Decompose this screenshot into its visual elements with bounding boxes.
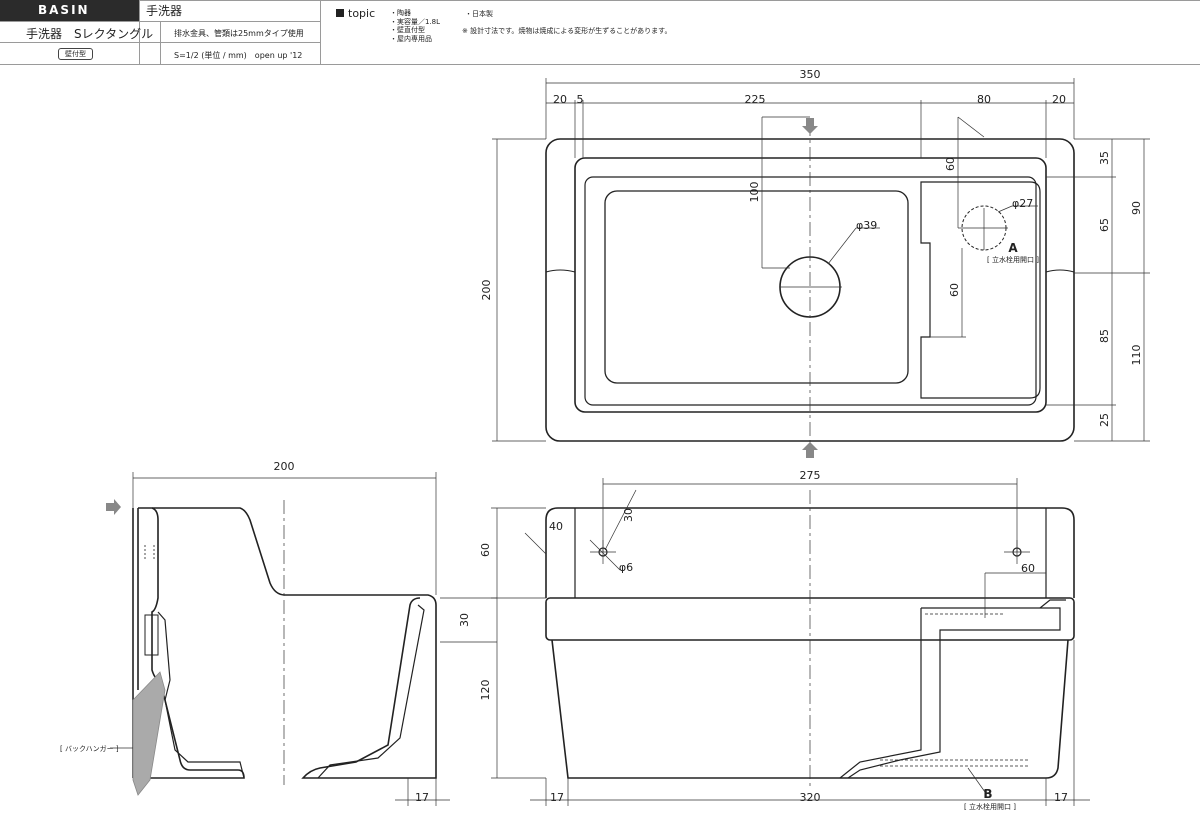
view-arrow-icon bbox=[106, 499, 121, 515]
dim-5: 5 bbox=[577, 93, 584, 106]
topic-item: ・実容量／1.8L bbox=[390, 17, 441, 26]
leader-line bbox=[827, 227, 857, 265]
dim-60-height: 60 bbox=[479, 543, 492, 557]
dim-275: 275 bbox=[800, 469, 821, 482]
plan-view-labels: 350 20 5 225 80 20 200 35 65 85 25 90 11… bbox=[480, 68, 1143, 427]
inner-wall-section bbox=[157, 611, 245, 779]
divider bbox=[139, 0, 140, 64]
plan-view-direction-arrows bbox=[802, 118, 818, 458]
faucet-section-inner bbox=[839, 599, 1066, 779]
dim-40: 40 bbox=[549, 520, 563, 533]
back-hanger-hatch bbox=[132, 671, 166, 796]
dim-120-height: 120 bbox=[479, 680, 492, 701]
dim-90: 90 bbox=[1130, 201, 1143, 215]
back-hanger-label: [ バックハンガー ] bbox=[60, 744, 119, 753]
dim-35: 35 bbox=[1098, 151, 1111, 165]
side-view bbox=[132, 507, 437, 779]
mount-hole-hidden bbox=[144, 545, 155, 560]
dim-17-right: 17 bbox=[1054, 791, 1068, 804]
marker-b-note: [ 立水栓用開口 ] bbox=[964, 802, 1016, 811]
dim-17-left: 17 bbox=[550, 791, 564, 804]
rim-seam bbox=[545, 269, 1075, 273]
topic-item: ・陶器 bbox=[390, 9, 411, 17]
brand-label: BASIN bbox=[0, 0, 139, 21]
view-arrow-icon bbox=[802, 442, 818, 458]
side-view-labels: 200 17 [ バックハンガー ] bbox=[60, 460, 429, 804]
drain-diameter-label: φ39 bbox=[856, 219, 877, 232]
spec-note: 排水金具、管類は25mmタイプ使用 bbox=[174, 29, 304, 38]
splashback-edge bbox=[574, 508, 1047, 598]
dim-85: 85 bbox=[1098, 329, 1111, 343]
square-bullet-icon bbox=[336, 9, 344, 17]
dim-350: 350 bbox=[800, 68, 821, 81]
leader-line bbox=[997, 205, 1013, 213]
category-label: 手洗器 bbox=[146, 4, 183, 18]
mount-hole-diameter: φ6 bbox=[619, 561, 633, 574]
front-view-labels: 275 40 30 φ6 60 60 30 120 17 320 17 B [ … bbox=[458, 469, 1068, 811]
dim-30-height: 30 bbox=[458, 613, 471, 627]
leader-line bbox=[589, 539, 621, 571]
view-arrow-icon bbox=[802, 118, 818, 134]
leader-line bbox=[967, 767, 986, 793]
dim-110: 110 bbox=[1130, 345, 1143, 366]
dim-20-left: 20 bbox=[553, 93, 567, 106]
dim-25: 25 bbox=[1098, 413, 1111, 427]
leader-line bbox=[604, 489, 637, 551]
basin-inner-rim bbox=[574, 157, 1047, 413]
hidden-line bbox=[925, 607, 1005, 615]
mount-type-badge: 壁付型 bbox=[58, 48, 93, 60]
side-view-dimensions bbox=[110, 472, 450, 806]
topic-label: topic bbox=[348, 7, 376, 20]
faucet-section bbox=[847, 607, 1061, 779]
plan-view-dimensions bbox=[492, 78, 1150, 450]
divider bbox=[0, 0, 1200, 1]
hole-diameter-label: φ27 bbox=[1012, 197, 1033, 210]
dim-225: 225 bbox=[745, 93, 766, 106]
divider bbox=[160, 21, 161, 64]
technical-drawing: 350 20 5 225 80 20 200 35 65 85 25 90 11… bbox=[60, 68, 1150, 811]
dim-20-right: 20 bbox=[1052, 93, 1066, 106]
faucet-deck bbox=[920, 181, 1041, 399]
marker-a: A bbox=[1008, 241, 1018, 255]
topic-item: ・壁直付型 bbox=[390, 26, 425, 34]
dim-200-plan: 200 bbox=[480, 280, 493, 301]
front-view-dimensions bbox=[440, 478, 1090, 806]
marker-a-note: [ 立水栓用開口 ] bbox=[987, 255, 1039, 264]
bowl-profile-section bbox=[152, 507, 437, 779]
product-name: 手洗器 Sレクタングル bbox=[26, 27, 154, 41]
leader-line bbox=[957, 116, 985, 138]
marker-b: B bbox=[983, 787, 992, 801]
topic-item: ・屋内専用品 bbox=[390, 34, 432, 43]
title-block: BASIN 手洗器 手洗器 Sレクタングル 排水金具、管類は25mmタイプ使用 … bbox=[0, 0, 1200, 65]
divider bbox=[320, 0, 321, 64]
front-wall-section bbox=[317, 604, 425, 779]
dim-200-side: 200 bbox=[274, 460, 295, 473]
divider bbox=[0, 21, 320, 22]
topic-list: ・陶器 ・実容量／1.8L ・壁直付型 ・屋内専用品 bbox=[390, 9, 440, 43]
topic-heading: topic bbox=[336, 7, 375, 20]
basin-bowl-floor bbox=[604, 190, 909, 384]
dim-60-lower: 60 bbox=[948, 283, 961, 297]
basin-bowl-edge bbox=[584, 176, 1037, 406]
design-note: ※ 設計寸法です。焼物は焼成による変形が生ずることがあります。 bbox=[462, 27, 672, 35]
scale-note: S=1/2 (単位 / mm) open up '12 bbox=[174, 51, 303, 60]
leader-line bbox=[524, 532, 547, 555]
dim-100: 100 bbox=[748, 182, 761, 203]
divider bbox=[0, 64, 1200, 65]
drain-recess bbox=[144, 614, 159, 656]
dim-80: 80 bbox=[977, 93, 991, 106]
dim-60-right: 60 bbox=[1021, 562, 1035, 575]
dim-60-upper: 60 bbox=[944, 157, 957, 171]
dim-17-side: 17 bbox=[415, 791, 429, 804]
dim-65: 65 bbox=[1098, 218, 1111, 232]
dim-30-top: 30 bbox=[622, 508, 635, 522]
hidden-line bbox=[880, 759, 1030, 767]
dim-320: 320 bbox=[800, 791, 821, 804]
made-in-label: ・日本製 bbox=[465, 10, 493, 18]
